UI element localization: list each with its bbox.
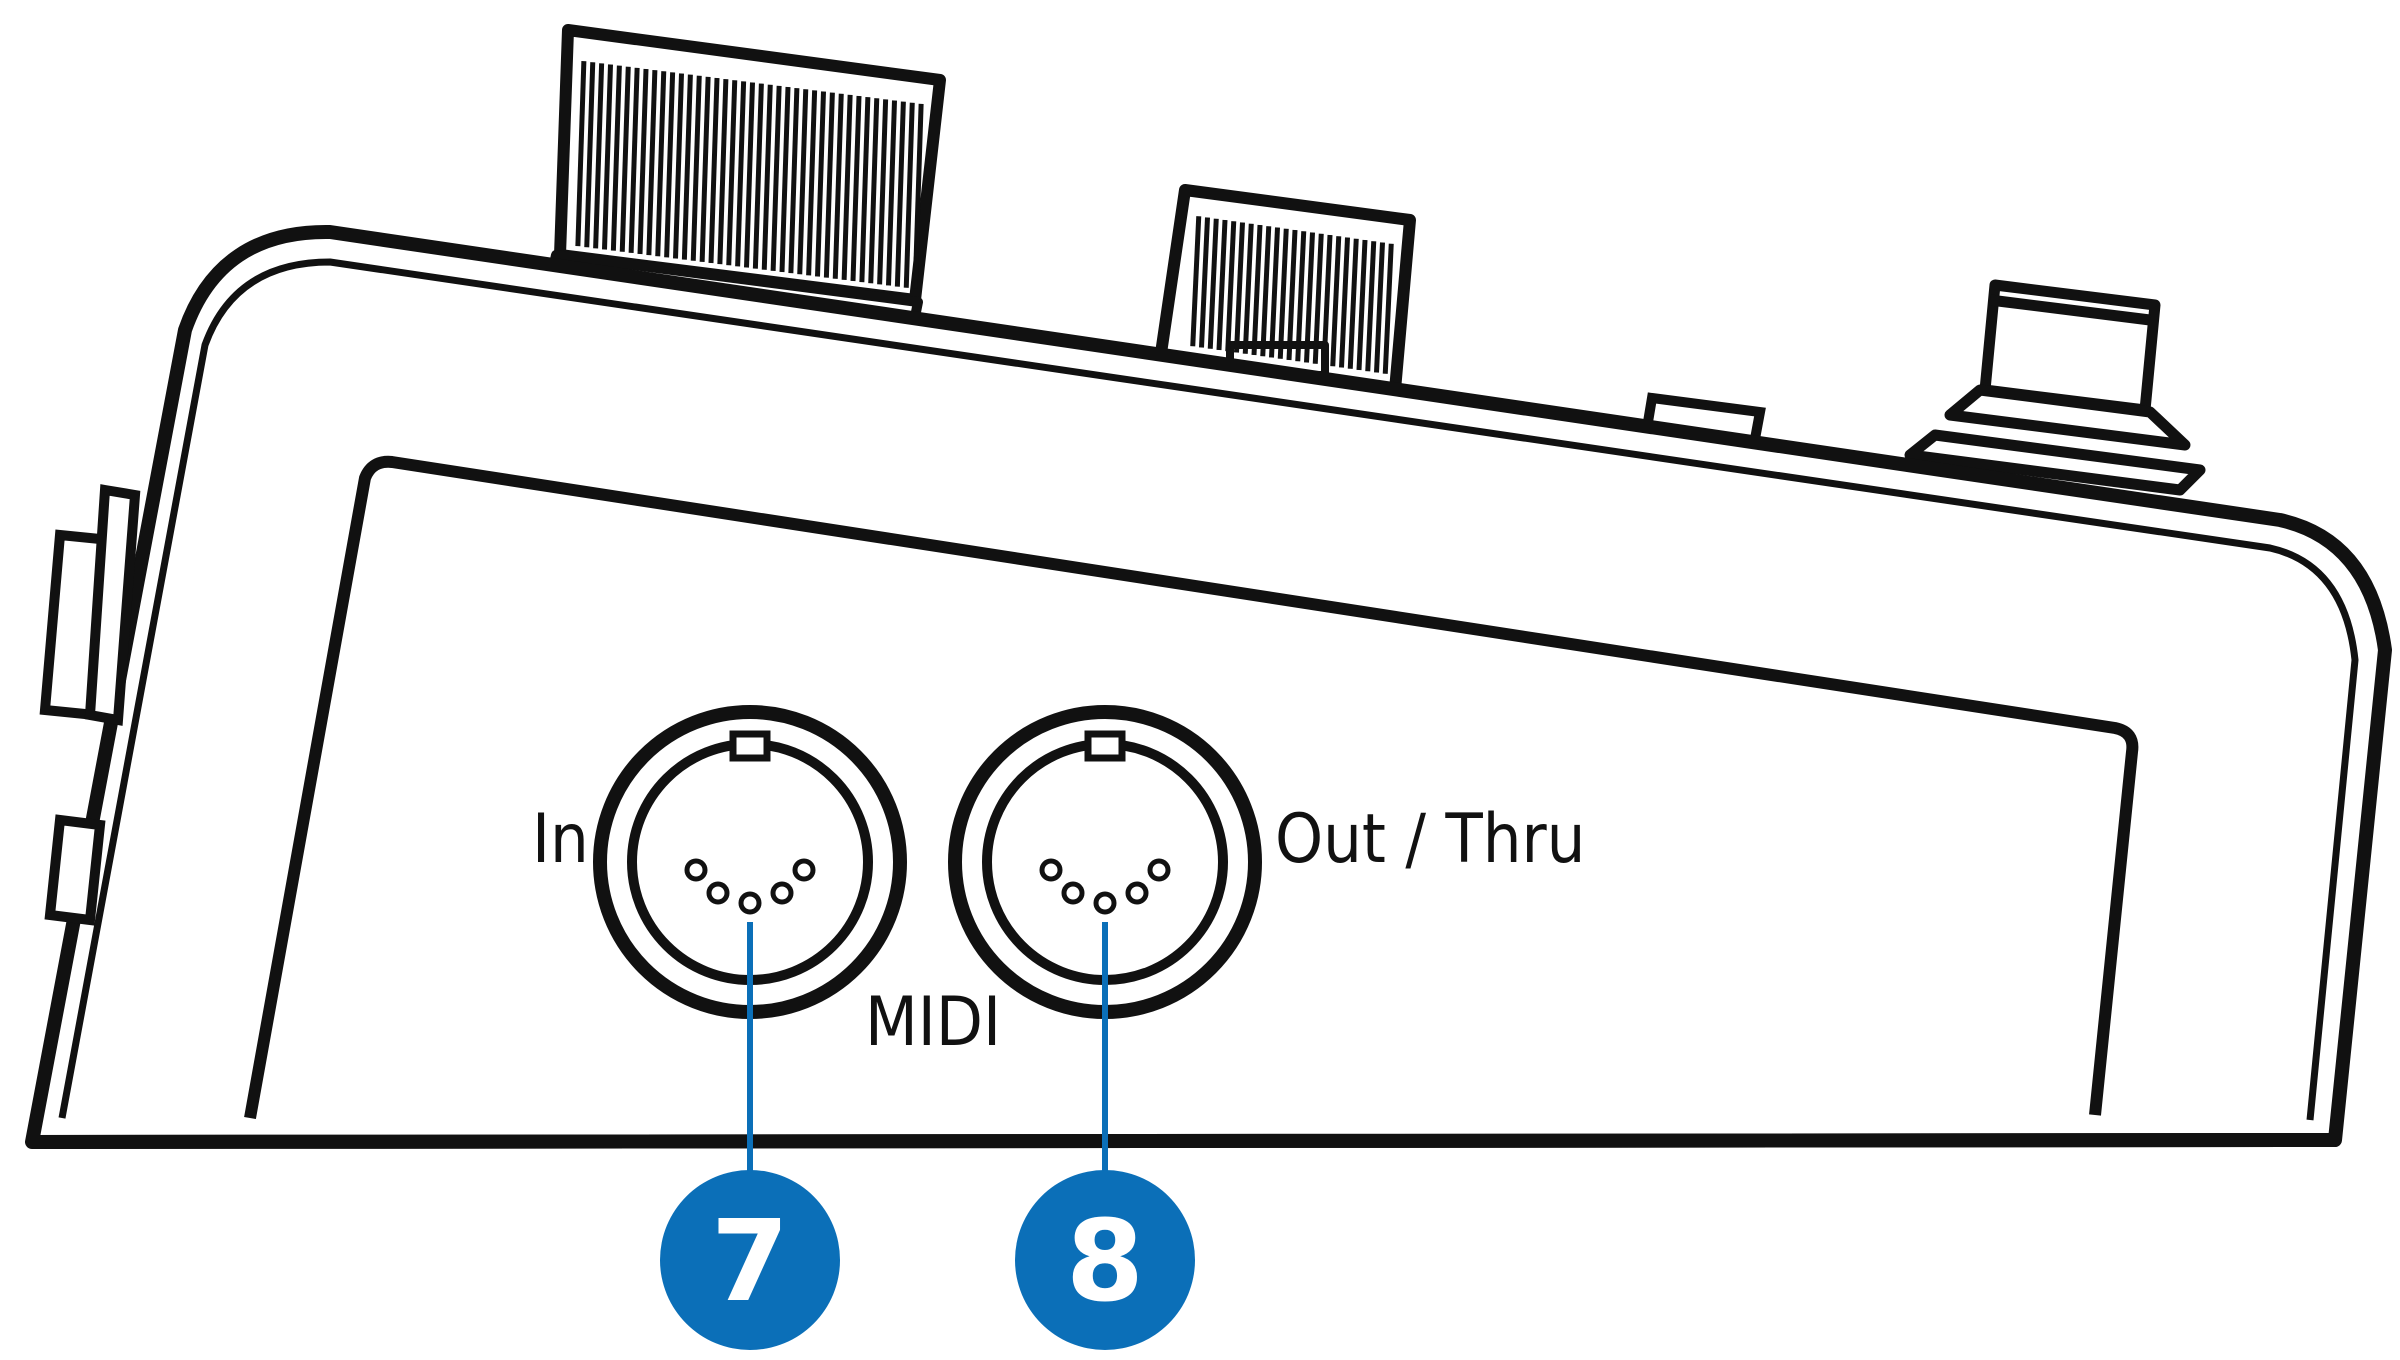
knurl-ridge: [779, 86, 791, 273]
knurl-ridge: [1295, 231, 1307, 362]
knurl-ridge: [752, 83, 764, 269]
knurl-ridge: [1312, 233, 1324, 364]
knurl-ridge: [593, 63, 605, 249]
knurl-ridge: [850, 95, 862, 282]
knurl-ridge: [646, 70, 658, 256]
midi-out-thru-label: Out / Thru: [1275, 800, 1585, 879]
knurl-ridge: [1330, 236, 1342, 367]
knurl-ridge: [1225, 221, 1237, 352]
knurl-ridge: [637, 68, 649, 255]
knurl-ridge: [823, 92, 835, 278]
knurl-ridge: [735, 81, 747, 267]
knurl-ridge: [619, 66, 631, 252]
callout-7-badge: 7: [660, 1170, 840, 1350]
knurl-ridge: [894, 101, 906, 287]
callout-8-badge: 8: [1015, 1170, 1195, 1350]
callout-8-number: 8: [1066, 1197, 1144, 1327]
knurl-ridge: [886, 100, 897, 286]
knurl-ridge: [673, 73, 684, 259]
knurl-ridge: [903, 102, 915, 288]
knurl-ridge: [877, 99, 889, 285]
knurl-ridge: [832, 93, 844, 279]
knurl-ridge: [708, 77, 720, 264]
knurl-ridge: [699, 76, 711, 262]
knurl-ridge: [1347, 238, 1359, 369]
knurl-ridge: [628, 67, 640, 253]
midi-in-label: In: [532, 800, 589, 879]
knurl-ridge: [1321, 234, 1333, 366]
knurl-ridge: [681, 74, 693, 260]
midi-out-thru-port: [948, 705, 1262, 1019]
side-jack: [39, 484, 141, 926]
knurl-ridge: [841, 94, 853, 280]
knurl-ridge: [584, 62, 596, 248]
knurl-ridge: [1277, 228, 1289, 359]
knurl-ridge: [1251, 224, 1263, 356]
knurl-ridge: [788, 88, 800, 274]
knurl-ridge: [655, 71, 667, 257]
knurl-ridge: [1382, 243, 1394, 374]
knurl-ridge: [690, 75, 702, 261]
knurl-ridge: [1374, 242, 1385, 373]
callout-7-number: 7: [711, 1197, 789, 1327]
knurl-ridge: [1216, 219, 1228, 351]
knurl-ridge: [717, 79, 729, 265]
knurl-ridge: [1269, 227, 1280, 358]
knurl-ridge: [664, 72, 676, 258]
midi-label: MIDI: [865, 983, 1001, 1062]
midi-in-port: [593, 705, 907, 1019]
knurl-ridge: [859, 97, 871, 283]
knurl-ridge: [815, 91, 826, 277]
knurl-ridge: [1286, 229, 1298, 361]
knurl-ridge: [1234, 222, 1245, 353]
knurl-ridge: [610, 65, 622, 251]
large-knob: [547, 24, 946, 327]
knurl-ridge: [1190, 216, 1202, 347]
knurl-ridge: [1199, 217, 1210, 348]
knurl-ridge: [1365, 241, 1377, 372]
knurl-ridge: [761, 84, 773, 270]
knurl-ridge: [602, 64, 613, 250]
knurl-ridge: [1304, 232, 1315, 363]
knurl-ridge: [1339, 237, 1350, 368]
knurl-ridge: [868, 98, 880, 284]
knurl-ridge: [806, 90, 818, 276]
knurl-ridge: [1356, 239, 1368, 371]
knurl-ridge: [575, 61, 587, 247]
knurl-ridge: [744, 82, 755, 268]
knurl-ridge: [1260, 226, 1272, 357]
knurl-ridge: [912, 103, 924, 289]
knurl-ridge: [1207, 218, 1219, 349]
knurl-ridge: [770, 85, 782, 271]
knurl-ridge: [726, 80, 738, 266]
knurl-ridge: [1242, 223, 1254, 354]
knurl-ridge: [797, 89, 809, 275]
